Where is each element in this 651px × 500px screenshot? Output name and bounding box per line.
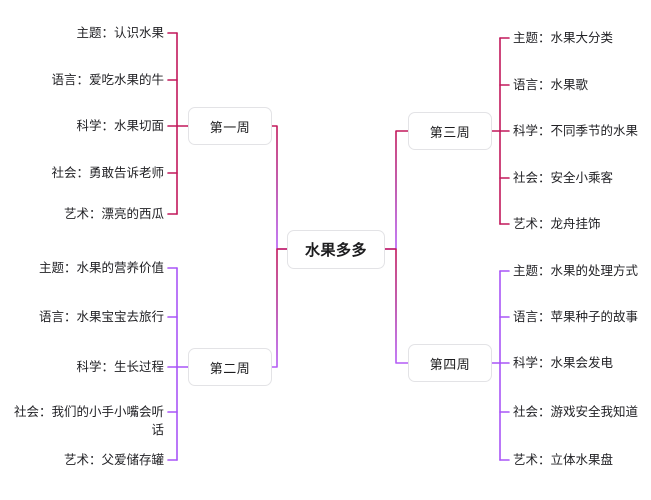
leaf-week-3-art[interactable]: 艺术：龙舟挂饰 [513,216,601,231]
leaf-week-4-society[interactable]: 社会：游戏安全我知道 [513,404,639,419]
branch-node-week-1[interactable]: 第一周 [188,107,272,145]
center-node[interactable]: 水果多多 [287,230,385,269]
leaf-week-4-language[interactable]: 语言：苹果种子的故事 [513,309,639,324]
leaf-week-3-language[interactable]: 语言：水果歌 [513,77,589,92]
branch-node-week-3[interactable]: 第三周 [408,112,492,150]
leaf-week-2-theme[interactable]: 主题：水果的营养价值 [38,260,164,275]
leaf-week-4-art[interactable]: 艺术：立体水果盘 [513,452,614,467]
leaf-week-1-society[interactable]: 社会：勇敢告诉老师 [51,165,164,180]
leaf-week-4-theme[interactable]: 主题：水果的处理方式 [513,263,639,278]
leaf-week-1-language[interactable]: 语言：爱吃水果的牛 [51,72,164,87]
leaf-week-1-theme[interactable]: 主题：认识水果 [76,25,164,40]
leaf-week-4-science[interactable]: 科学：水果会发电 [513,355,614,370]
leaf-week-1-science[interactable]: 科学：水果切面 [76,118,164,133]
leaf-week-2-science[interactable]: 科学：生长过程 [76,359,164,374]
leaf-week-3-theme[interactable]: 主题：水果大分类 [513,30,614,45]
leaf-week-2-society[interactable]: 社会：我们的小手小嘴会听话 [13,404,164,437]
leaf-week-2-language[interactable]: 语言：水果宝宝去旅行 [38,309,164,324]
leaf-week-2-art[interactable]: 艺术：父爱储存罐 [63,452,164,467]
leaf-week-3-society[interactable]: 社会：安全小乘客 [513,170,614,185]
branch-node-week-2[interactable]: 第二周 [188,348,272,386]
leaf-week-3-science[interactable]: 科学：不同季节的水果 [513,123,639,138]
branch-node-week-4[interactable]: 第四周 [408,344,492,382]
leaf-week-1-art[interactable]: 艺术：漂亮的西瓜 [63,206,164,221]
